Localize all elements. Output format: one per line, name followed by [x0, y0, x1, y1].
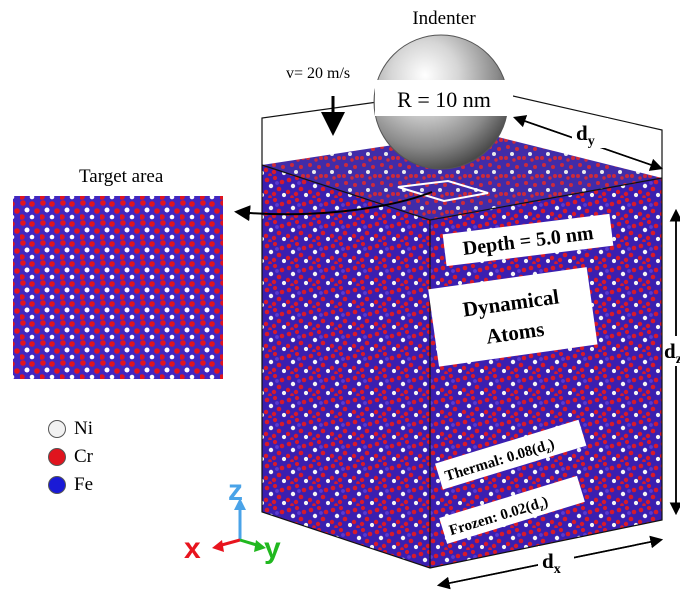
thermal-label-box [435, 419, 587, 490]
axis-y-label: y [264, 532, 281, 565]
legend-item-fe: Fe [48, 474, 93, 496]
box-front-face [262, 165, 430, 568]
triad-x-head [212, 540, 224, 552]
triad-y-head [254, 540, 266, 552]
dim-y-label: dy [576, 121, 595, 149]
legend-dot-ni [48, 420, 66, 438]
indent-outline [397, 179, 489, 203]
dynamical-label-group: Dynamical Atoms [428, 267, 598, 367]
target-area-image [13, 196, 223, 379]
velocity-label: v= 20 m/s [286, 65, 350, 82]
radius-label-box [375, 80, 513, 116]
legend-item-cr: Cr [48, 446, 93, 468]
dynamical-label-box [428, 267, 598, 367]
dim-x-label-bg [538, 546, 574, 576]
legend-item-ni: Ni [48, 418, 93, 440]
legend-dot-cr [48, 448, 66, 466]
target-area-title: Target area [79, 166, 164, 187]
depth-label-box [442, 213, 614, 267]
triad-z-head [234, 498, 246, 510]
axis-x-label: x [184, 532, 201, 565]
legend-label-cr: Cr [74, 446, 93, 467]
dim-x-label: dx [542, 549, 561, 577]
dim-z-label-bg [664, 336, 680, 366]
target-link-arrow [234, 191, 433, 222]
frozen-label-box [439, 475, 585, 544]
legend-label-ni: Ni [74, 418, 93, 439]
dim-z-label: dz [664, 339, 680, 367]
dim-y-label-bg [572, 118, 608, 148]
legend-dot-fe [48, 476, 66, 494]
axis-z-label: z [228, 474, 243, 507]
legend-label-fe: Fe [74, 474, 93, 495]
indenter-label: Indenter [412, 8, 476, 29]
radius-label: R = 10 nm [397, 87, 491, 112]
box-top-face [262, 132, 662, 220]
coordinate-triad: z x y [184, 474, 281, 565]
